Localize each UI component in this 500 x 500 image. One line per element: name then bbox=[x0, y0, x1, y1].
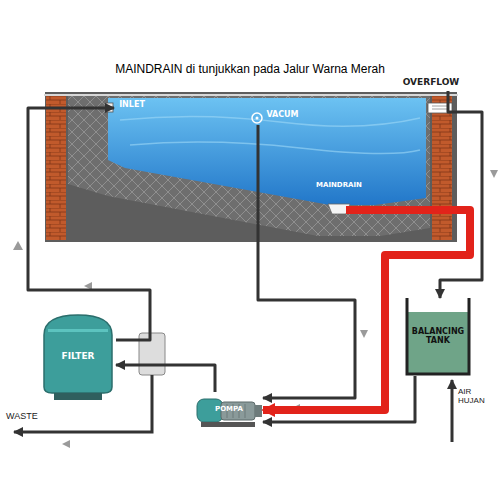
tank-wall bbox=[407, 298, 469, 374]
pipe-connector bbox=[258, 125, 355, 398]
pump-base bbox=[201, 422, 255, 427]
pipe-connector bbox=[28, 108, 150, 340]
overflow-grate bbox=[432, 106, 448, 109]
node-label: MAINDRAIN bbox=[316, 182, 362, 190]
node-label: BALANCING TANK bbox=[409, 328, 467, 346]
node-label: POMPA bbox=[215, 406, 243, 414]
flow-arrow bbox=[13, 241, 23, 250]
rain-pipe bbox=[451, 380, 454, 442]
diagram-title: MAINDRAIN di tunjukkan pada Jalur Warna … bbox=[0, 62, 500, 76]
tank-node: BALANCING TANK bbox=[405, 298, 471, 376]
ground-concrete bbox=[45, 92, 457, 242]
pipe-connector bbox=[116, 365, 215, 392]
maindrain-pipe bbox=[263, 210, 470, 410]
water-ripple bbox=[120, 116, 420, 153]
node-label: VACUM bbox=[266, 111, 298, 120]
pipe-label: AIR HUJAN bbox=[458, 388, 496, 406]
brick-column bbox=[432, 96, 452, 240]
drain-outlet bbox=[346, 206, 372, 214]
pump-node: POMPA bbox=[195, 392, 263, 428]
flow-arrow bbox=[490, 170, 498, 178]
node-label: OVERFLOW bbox=[403, 78, 460, 88]
fitting-label: INLET bbox=[114, 101, 148, 114]
flow-arrow bbox=[360, 330, 368, 338]
filter-band bbox=[48, 329, 108, 332]
pool-lining bbox=[68, 96, 430, 236]
vacum-node: VACUM bbox=[250, 111, 300, 125]
filter-base bbox=[54, 393, 102, 400]
pipe-label: WASTE bbox=[6, 412, 66, 422]
node-label: FILTER bbox=[62, 352, 95, 362]
motor-cap bbox=[255, 405, 262, 417]
drain-node: MAINDRAIN bbox=[316, 182, 372, 215]
pool-rim bbox=[44, 94, 458, 96]
vacuum-port-center bbox=[256, 117, 259, 120]
fitting-label: OVERFLOW bbox=[402, 78, 460, 91]
filter-node: FILTER bbox=[40, 313, 116, 401]
flow-arrow bbox=[62, 440, 70, 448]
pool-water bbox=[108, 98, 426, 205]
vacuum-port bbox=[252, 113, 262, 123]
brick-column bbox=[46, 96, 66, 240]
filter-tank bbox=[44, 315, 112, 393]
node-label: INLET bbox=[119, 101, 145, 110]
tank-water bbox=[408, 312, 468, 374]
pipe-connector bbox=[440, 91, 482, 298]
